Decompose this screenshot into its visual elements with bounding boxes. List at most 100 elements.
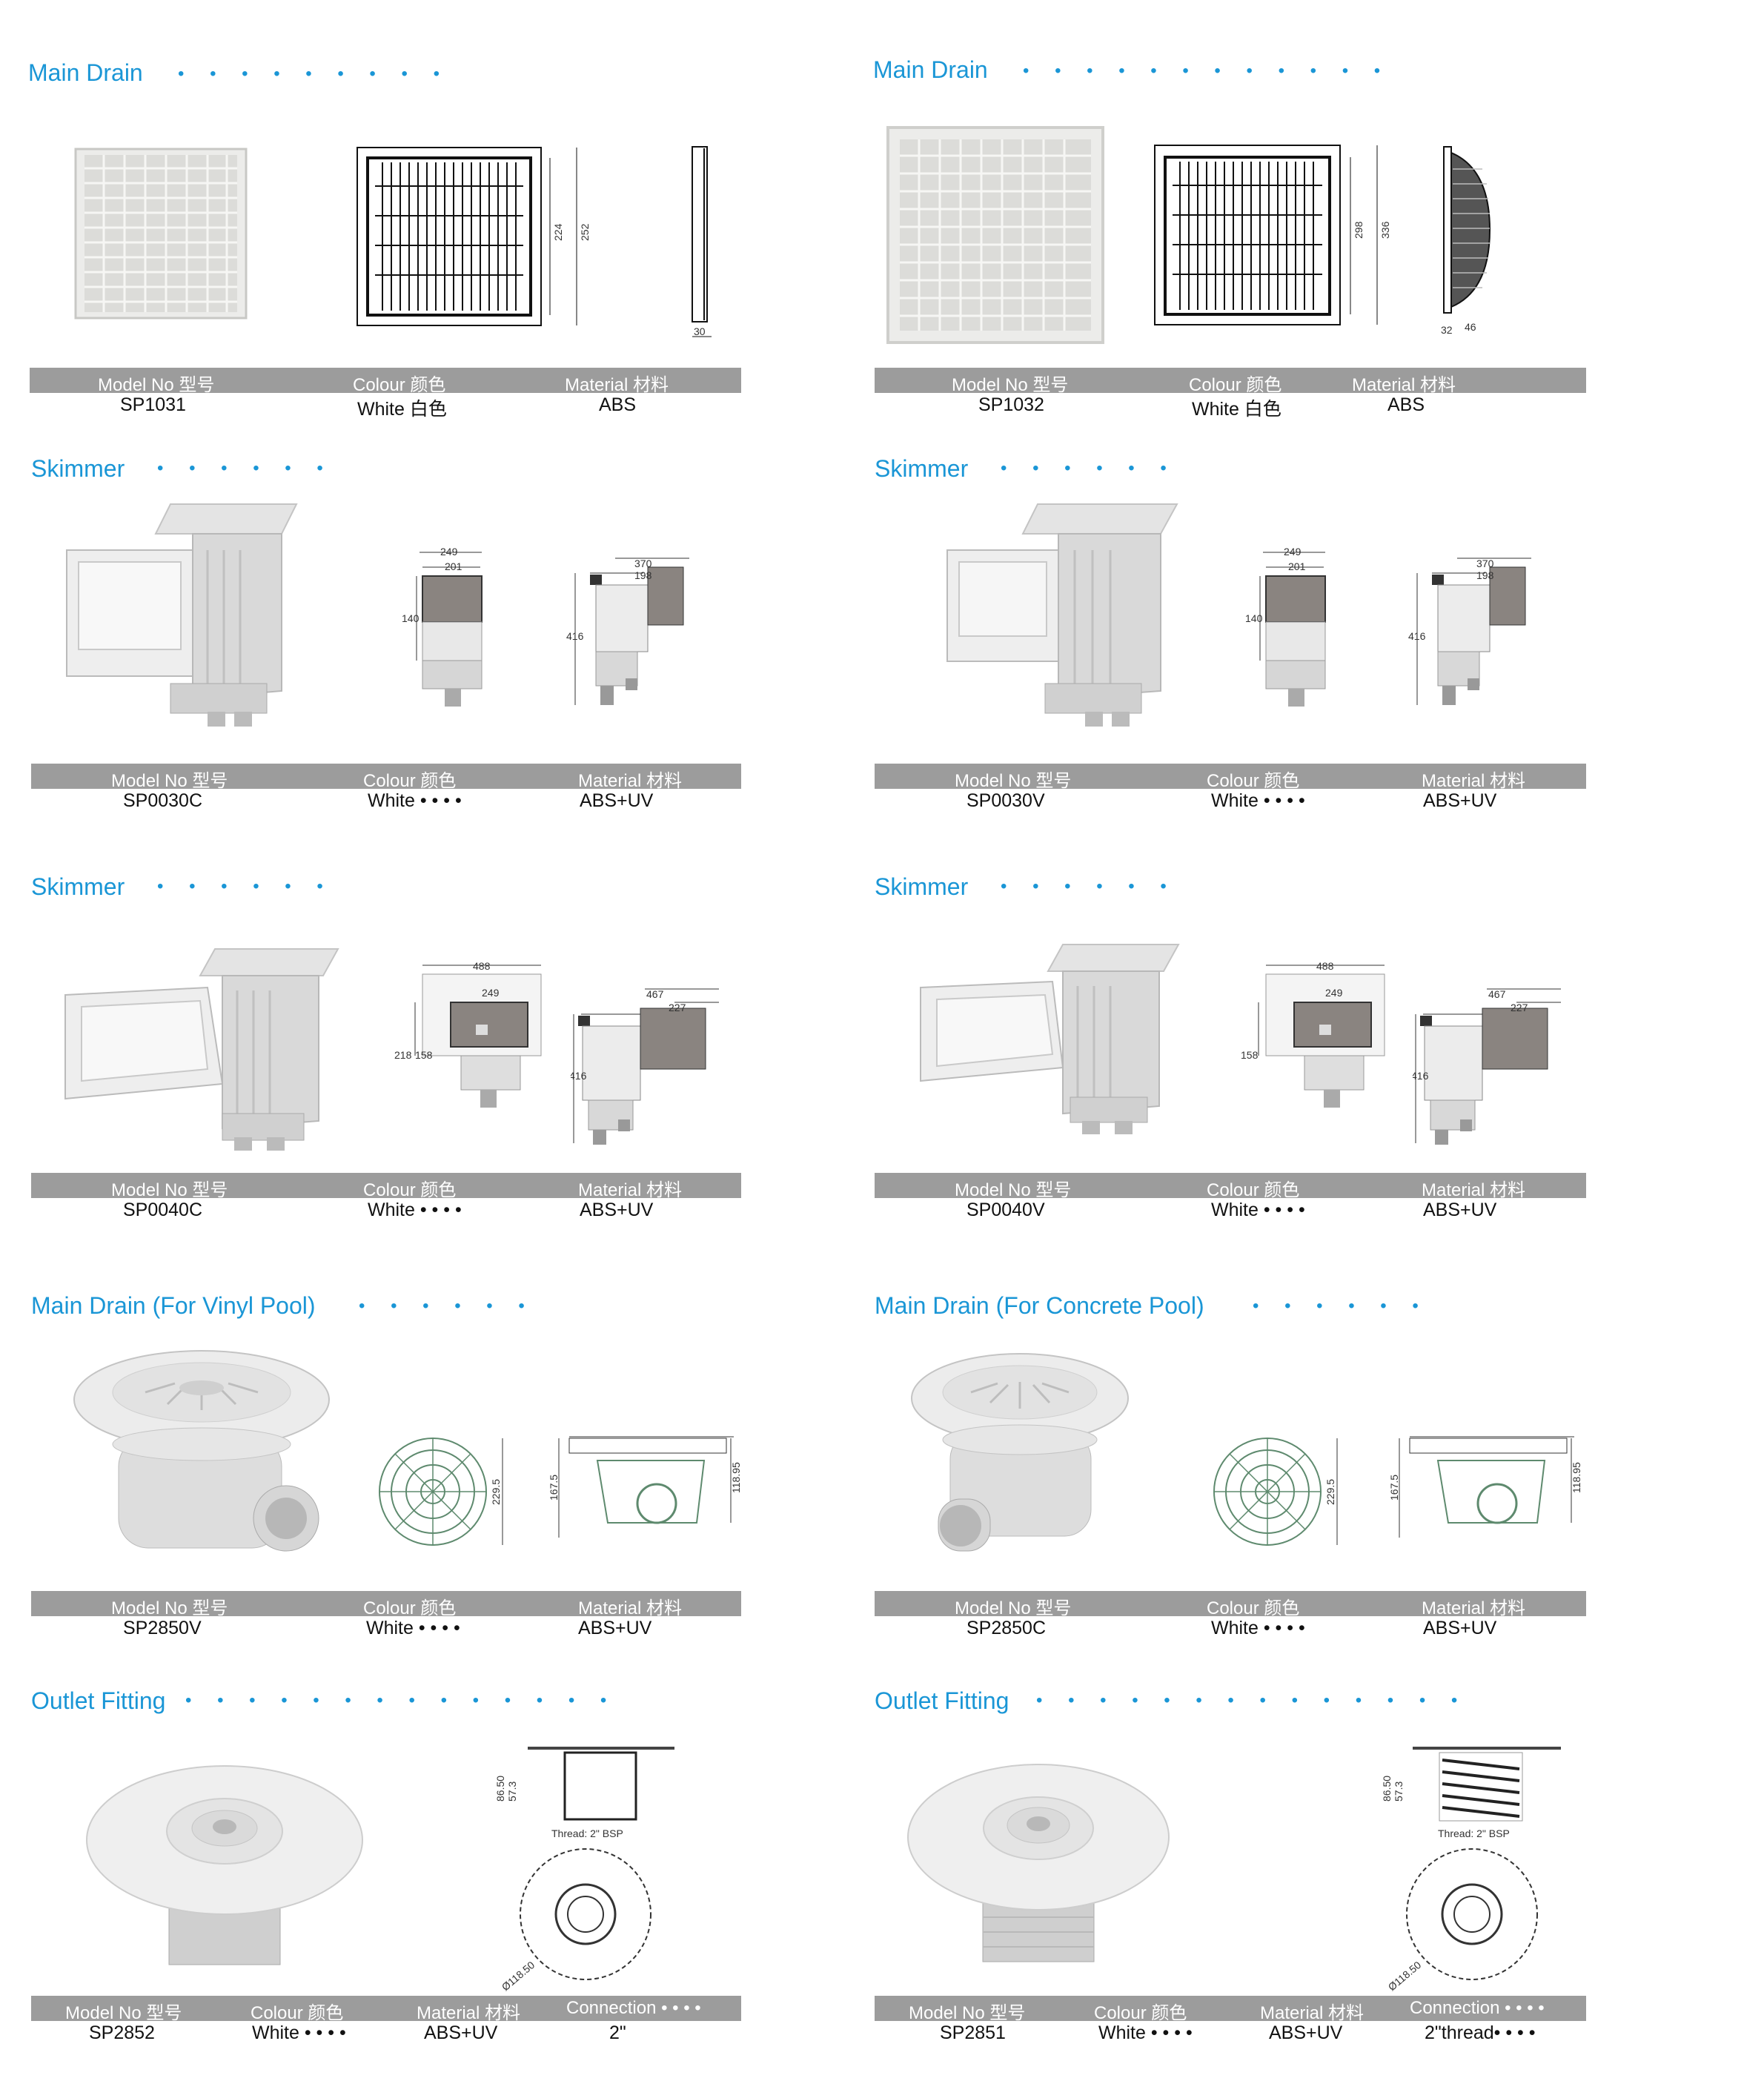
value-material: ABS+UV <box>1423 1200 1497 1220</box>
value-model: SP0030C <box>123 790 203 811</box>
header-model: Model No 型号 <box>111 1598 228 1618</box>
dim-label: 198 <box>1476 569 1494 581</box>
value-material: ABS+UV <box>578 1618 652 1638</box>
value-model: SP2851 <box>940 2022 1006 2043</box>
technical-drawing-front: 249 201 140 <box>1245 546 1326 707</box>
dim-label: 467 <box>646 988 664 1000</box>
title-dots: • • • • • • <box>359 1296 535 1316</box>
value-material: ABS+UV <box>424 2022 498 2043</box>
title-dots: • • • • • • <box>1001 458 1177 478</box>
dim-label: 198 <box>634 569 652 581</box>
dim-label: 227 <box>1511 1002 1528 1013</box>
dim-label: 488 <box>473 960 491 972</box>
dim-label: 252 <box>579 223 591 241</box>
dim-label: 32 <box>1441 324 1453 336</box>
value-colour: White • • • • <box>368 790 462 811</box>
header-colour: Colour 颜色 <box>363 771 457 791</box>
dim-label: 249 <box>482 987 500 999</box>
value-colour: White • • • • <box>1098 2022 1193 2043</box>
product-photo <box>86 1765 363 1965</box>
spec-header-bar: Model No 型号 Colour 颜色 Material 材料 <box>875 1591 1586 1618</box>
section-title: Skimmer <box>875 873 969 900</box>
section-title: Outlet Fitting <box>31 1687 166 1714</box>
dim-label: Thread: 2" BSP <box>551 1827 623 1839</box>
value-model: SP0040V <box>966 1200 1045 1220</box>
dim-label: 167.5 <box>1389 1475 1400 1501</box>
dim-label: 218 <box>394 1049 412 1061</box>
dim-label: 86.50 <box>494 1776 506 1802</box>
dim-label: 467 <box>1488 988 1506 1000</box>
product-photo <box>946 503 1178 727</box>
value-colour: White • • • • <box>1211 1200 1305 1220</box>
product-photo <box>920 944 1180 1134</box>
value-model: SP0040C <box>123 1200 203 1220</box>
spec-header-bar: Model No 型号 Colour 颜色 Material 材料 <box>31 1591 741 1618</box>
technical-drawing-front: 298 336 <box>1154 145 1391 325</box>
spec-header-bar: Model No 型号 Colour 颜色 Material 材料 <box>31 1173 741 1200</box>
technical-drawing-front: 249 201 140 <box>402 546 483 707</box>
technical-drawing-side: 467 227 416 <box>571 988 719 1145</box>
product-photo <box>886 126 1104 344</box>
dim-label: 416 <box>1408 630 1426 642</box>
dim-label: Ø118.50 <box>500 1959 537 1993</box>
dim-label: 201 <box>1288 560 1306 572</box>
technical-drawing-side: 370 198 416 <box>1408 558 1531 705</box>
value-material: ABS <box>1387 394 1425 415</box>
product-photo <box>74 148 248 320</box>
header-colour: Colour 颜色 <box>251 2003 344 2023</box>
dim-label: 118.95 <box>730 1462 741 1493</box>
value-model: SP2850C <box>966 1618 1047 1638</box>
dim-label: 249 <box>440 546 458 558</box>
technical-drawing-side: 167.5 118.95 <box>548 1436 741 1538</box>
dim-label: 140 <box>1245 612 1263 624</box>
dim-label: 167.5 <box>548 1475 560 1501</box>
value-colour: White • • • • <box>252 2022 346 2043</box>
header-colour: Colour 颜色 <box>1094 2003 1187 2023</box>
value-material: ABS+UV <box>580 790 654 811</box>
value-connection: 2" <box>609 2022 626 2043</box>
header-material: Material 材料 <box>578 1598 683 1618</box>
dim-label: 249 <box>1284 546 1302 558</box>
header-material: Material 材料 <box>1422 1598 1526 1618</box>
header-colour: Colour 颜色 <box>1207 771 1300 791</box>
title-dots: • • • • • • <box>157 458 334 478</box>
dim-label: 158 <box>415 1049 433 1061</box>
value-material: ABS <box>599 394 637 415</box>
section-title: Skimmer <box>31 455 125 482</box>
header-colour: Colour 颜色 <box>363 1180 457 1200</box>
dim-label: 416 <box>566 630 584 642</box>
technical-drawing-side: 32 46 <box>1441 146 1491 336</box>
dim-label: Ø118.50 <box>1386 1959 1424 1993</box>
product-photo <box>907 1764 1170 1962</box>
dim-label: 118.95 <box>1571 1462 1582 1493</box>
value-material: ABS+UV <box>1423 1618 1497 1638</box>
dim-label: 57.3 <box>506 1782 518 1802</box>
header-colour: Colour 颜色 <box>1207 1180 1300 1200</box>
spec-header-bar: Model No 型号 Colour 颜色 Material 材料 <box>875 1173 1586 1200</box>
section-title: Main Drain (For Concrete Pool) <box>875 1292 1204 1319</box>
spec-header-bar: Model No 型号 Colour 颜色 Material 材料 <box>30 368 741 395</box>
product-photo <box>64 948 339 1151</box>
header-model: Model No 型号 <box>955 771 1072 791</box>
header-colour: Colour 颜色 <box>363 1598 457 1618</box>
value-model: SP2852 <box>89 2022 155 2043</box>
technical-drawing-top: 229.5 <box>379 1438 503 1546</box>
spec-header-bar: Model No 型号 Colour 颜色 Material 材料 Connec… <box>875 1996 1586 2023</box>
title-dots: • • • • • • <box>1001 876 1177 896</box>
dim-label: 140 <box>402 612 420 624</box>
header-material: Material 材料 <box>1260 2003 1365 2023</box>
dim-label: 201 <box>445 560 462 572</box>
header-connection: Connection • • • • <box>1410 1998 1545 2018</box>
header-colour: Colour 颜色 <box>353 375 446 395</box>
dim-label: Thread: 2" BSP <box>1438 1827 1510 1839</box>
section-title: Main Drain <box>28 59 143 86</box>
dim-label: 57.3 <box>1393 1782 1405 1802</box>
value-colour: White • • • • <box>366 1618 460 1638</box>
spec-header-bar: Model No 型号 Colour 颜色 Material 材料 <box>875 764 1586 791</box>
header-model: Model No 型号 <box>955 1598 1072 1618</box>
value-material: ABS+UV <box>1269 2022 1343 2043</box>
dim-label: 86.50 <box>1381 1776 1393 1802</box>
header-material: Material 材料 <box>1422 771 1526 791</box>
dim-label: 158 <box>1241 1049 1259 1061</box>
title-dots: • • • • • • • • • • • • • • <box>1036 1690 1468 1710</box>
